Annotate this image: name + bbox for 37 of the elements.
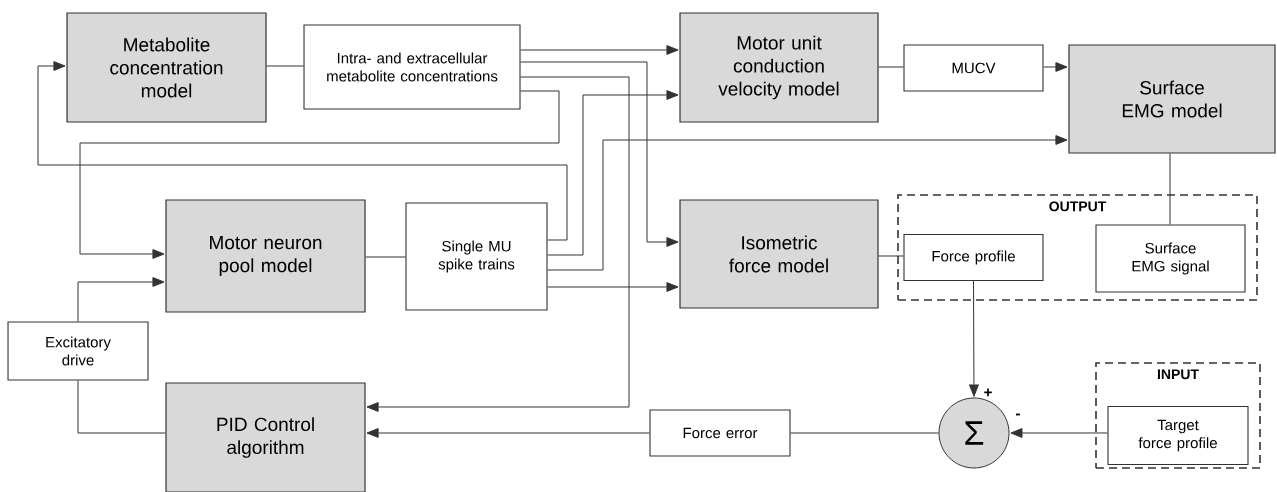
arrow — [77, 277, 165, 322]
process-box: Motor neuron pool model — [165, 199, 366, 313]
process-box: Isometric force model — [679, 199, 879, 309]
process-box: Motor unit conduction velocity model — [679, 12, 879, 123]
connector-line — [266, 65, 304, 67]
arrow — [366, 76, 630, 412]
arrow — [547, 90, 679, 256]
sign-label: + — [984, 388, 992, 397]
process-box: PID Control algorithm — [165, 382, 366, 492]
arrow — [1010, 428, 1108, 438]
signal-box: Single MU spike trains — [405, 202, 548, 311]
arrow — [547, 282, 679, 292]
arrow — [79, 90, 560, 259]
arrow — [1043, 62, 1068, 72]
signal-box: Force error — [649, 409, 791, 457]
connector-line — [77, 380, 166, 434]
arrow — [37, 61, 568, 241]
connector-line — [878, 66, 904, 68]
signal-box: Target force profile — [1107, 405, 1249, 466]
connector-line — [790, 432, 939, 434]
signal-box: Force profile — [903, 233, 1044, 282]
arrow — [366, 428, 650, 438]
process-box: Surface EMG model — [1068, 44, 1276, 154]
arrow — [520, 45, 679, 55]
signal-box: Excitatory drive — [7, 321, 149, 381]
arrow — [969, 280, 979, 397]
arrow — [547, 135, 1068, 271]
connector-line — [878, 255, 904, 257]
connector-line — [365, 256, 406, 258]
summing-junction: Σ — [938, 397, 1010, 469]
signal-box: Intra- and extracellular metabolite concentrations — [303, 24, 521, 110]
connector-line — [1169, 153, 1171, 225]
arrow — [520, 61, 679, 247]
process-box: Metabolite concentration model — [66, 12, 267, 123]
sign-label: - — [1016, 413, 1020, 416]
signal-box: MUCV — [903, 44, 1044, 92]
signal-box: Surface EMG signal — [1095, 224, 1246, 293]
